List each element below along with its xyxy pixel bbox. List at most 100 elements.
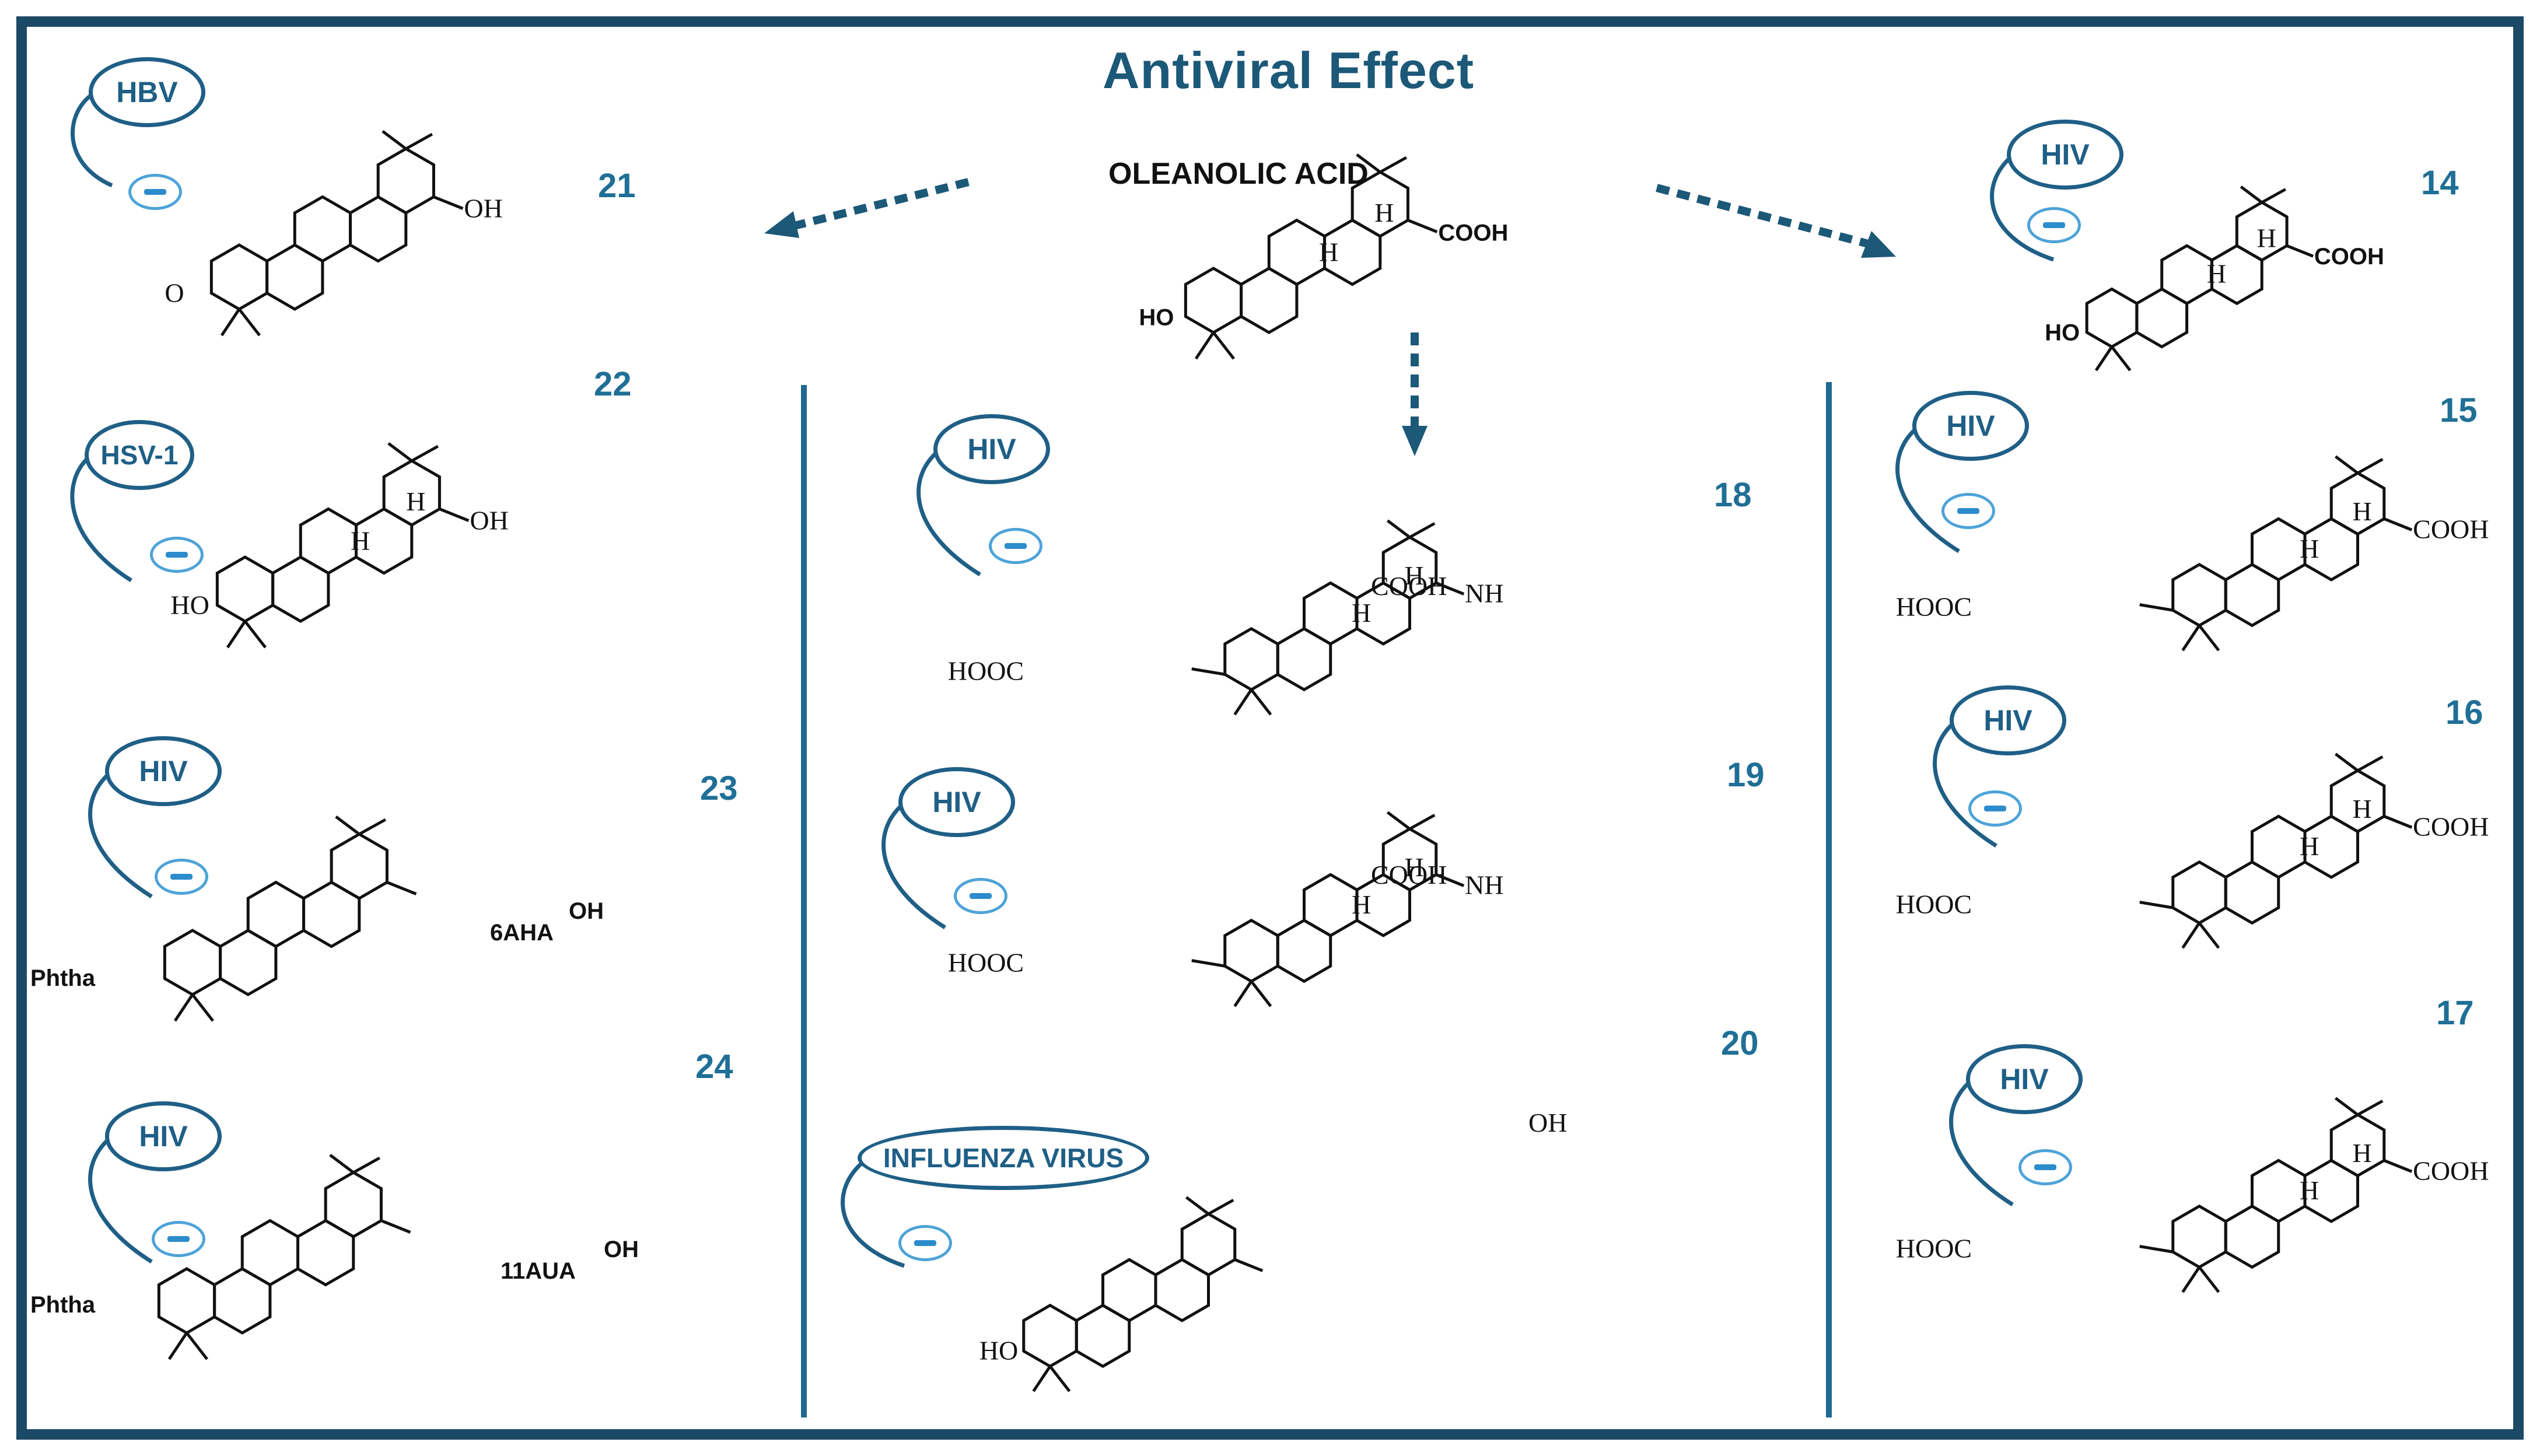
- virus-name: HIV: [1950, 685, 2066, 755]
- ring-bond: [324, 1171, 383, 1238]
- bond: [411, 444, 439, 463]
- bond: [2181, 922, 2201, 949]
- atom-label: H: [1352, 890, 1371, 919]
- substituent-label: 11AUA: [501, 1258, 576, 1284]
- compound-number: 15: [2440, 391, 2478, 429]
- bond: [1409, 814, 1436, 831]
- ring-bond: [2329, 471, 2386, 536]
- bond: [2334, 752, 2359, 772]
- ring-bond: [2250, 517, 2307, 582]
- bond: [1356, 153, 1381, 173]
- atom-label: H: [2352, 794, 2371, 824]
- bond: [2139, 1245, 2174, 1254]
- bond: [1234, 1258, 1264, 1272]
- bond: [1208, 1199, 1234, 1216]
- ring-bond: [1351, 170, 1409, 238]
- bond: [1250, 980, 1272, 1007]
- bond: [386, 881, 417, 895]
- inhibition-icon: [898, 1225, 952, 1261]
- atom-label: H: [1404, 852, 1423, 882]
- atom-label: OH: [470, 506, 508, 536]
- bond: [2261, 188, 2286, 204]
- ring-bond: [2329, 1113, 2386, 1178]
- bond: [380, 1219, 411, 1234]
- ring-bond: [1302, 581, 1359, 646]
- bond: [352, 1156, 381, 1174]
- atom-label: H: [2300, 1175, 2319, 1205]
- virus-name: HIV: [1912, 391, 2029, 461]
- substituent-label: COOH: [1371, 860, 1447, 890]
- bond: [2198, 1266, 2220, 1293]
- bond: [2181, 624, 2201, 652]
- inhibition-icon: [2027, 207, 2081, 243]
- ring-bond: [2160, 244, 2213, 306]
- atom-label: HOOC: [1896, 1234, 1972, 1264]
- ring-bond: [2250, 814, 2307, 879]
- bond: [1032, 1365, 1052, 1392]
- atom-label: HOOC: [1896, 592, 1972, 622]
- ring-bond: [1381, 536, 1438, 600]
- substituent-label: 6AHA: [490, 920, 554, 946]
- atom-label: COOH: [2413, 1156, 2489, 1186]
- atom-label: H: [1352, 598, 1371, 628]
- substituent-label: OH: [1528, 1108, 1567, 1138]
- inhibition-icon: [989, 528, 1042, 564]
- bond: [1379, 156, 1408, 174]
- ring-bond: [1267, 218, 1327, 286]
- bond: [2198, 624, 2220, 652]
- bond: [186, 1332, 208, 1360]
- ring-bond: [215, 555, 275, 623]
- atom-label: H: [1374, 198, 1394, 228]
- bond: [2383, 517, 2413, 531]
- bond: [1386, 811, 1411, 830]
- right-divider: [1826, 382, 1832, 1418]
- ring-bond: [1180, 1212, 1237, 1277]
- ring-bond: [240, 1219, 300, 1287]
- center-compound-label: OLEANOLIC ACID: [1108, 157, 1369, 191]
- arrow-right: [1656, 184, 1896, 258]
- bond: [2357, 755, 2384, 772]
- atom-label: HO: [2045, 320, 2080, 345]
- bond: [2357, 458, 2384, 475]
- inhibition-icon: [2018, 1149, 2072, 1185]
- virus-name: HIV: [898, 767, 1015, 837]
- atom-label: HOOC: [948, 948, 1024, 978]
- atom-label: OH: [464, 194, 502, 223]
- ring-bond: [2250, 1158, 2307, 1223]
- bond: [2240, 186, 2263, 204]
- atom-label: HOOC: [948, 656, 1024, 686]
- bond: [2198, 922, 2220, 949]
- compound-number: 17: [2436, 994, 2474, 1032]
- atom-label: COOH: [2413, 514, 2489, 544]
- ring-bond: [2329, 769, 2386, 834]
- bond: [2334, 1097, 2359, 1116]
- atom-label: HOOC: [1896, 890, 1972, 919]
- atom-label: H: [2352, 1138, 2371, 1168]
- bond: [329, 1154, 355, 1174]
- bond: [2094, 346, 2114, 372]
- inhibition-icon: [954, 878, 1007, 914]
- substituent-label: Phtha: [30, 1292, 96, 1318]
- atom-label: O: [165, 278, 184, 308]
- atom-label: H: [2300, 534, 2319, 564]
- triterpene-skeleton: HO: [979, 1196, 1264, 1392]
- substituent-label: Phtha: [30, 965, 96, 991]
- substituent-label: OH: [569, 898, 604, 924]
- ring-bond: [376, 147, 435, 215]
- compound-number: 19: [1727, 756, 1765, 794]
- substituent-label: OH: [604, 1237, 639, 1262]
- atom-label: H: [351, 526, 370, 556]
- atom-label: NH: [1465, 870, 1503, 900]
- ring-bond: [1223, 918, 1279, 984]
- ring-bond: [382, 459, 441, 527]
- compound-number: 24: [695, 1048, 733, 1086]
- bond: [1250, 688, 1272, 716]
- atom-label: HO: [170, 590, 209, 620]
- ring-bond: [299, 507, 358, 575]
- substituent-label: COOH: [1371, 571, 1447, 601]
- figure-title: Antiviral Effect: [1103, 41, 1475, 99]
- bond: [1212, 331, 1235, 360]
